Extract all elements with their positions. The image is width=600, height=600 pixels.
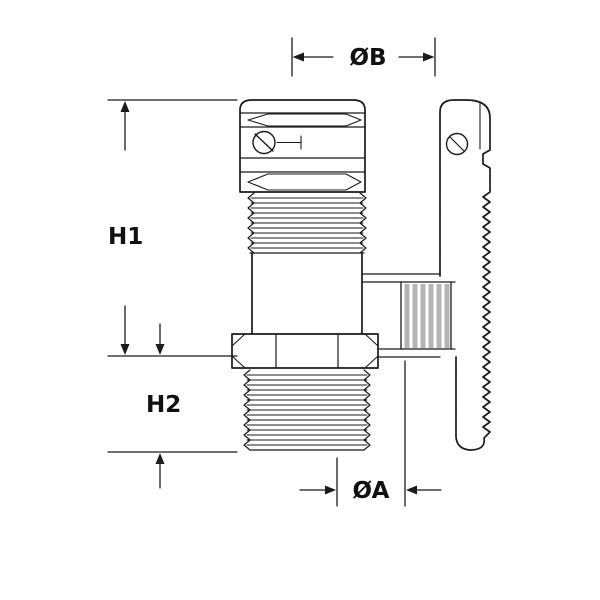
arrow-left-icon: [292, 52, 304, 62]
arrow-left-icon: [406, 485, 417, 495]
clamp-hatch-block: [404, 284, 450, 348]
cap-facet-upper: [247, 113, 362, 127]
dim-label-diameter-b: ØB: [349, 45, 386, 71]
screw-head-icon: [252, 130, 276, 155]
screw-slot: [254, 133, 274, 152]
gland-body: [251, 252, 363, 335]
part-drawing: [231, 99, 491, 451]
earth-tag-outline: [439, 99, 491, 451]
arrow-up-icon: [120, 101, 130, 112]
dimension-lines: [107, 37, 442, 507]
arrow-down-icon: [155, 344, 165, 355]
lower-thread: [243, 369, 371, 451]
cap-facet-lower: [247, 173, 362, 191]
dimension-labels: ØB H1 H2 ØA: [108, 45, 390, 504]
sealing-screw: [252, 130, 302, 155]
cap-nut: [239, 99, 366, 193]
upper-thread: [247, 192, 367, 254]
arrow-right-icon: [325, 485, 336, 495]
mounting-hole-slot: [448, 135, 466, 153]
dim-label-h2: H2: [146, 392, 181, 418]
arrow-right-icon: [423, 52, 435, 62]
ob-extension-lines: [291, 37, 436, 77]
arrow-up-icon: [155, 453, 165, 464]
dimension-arrowheads: [120, 52, 435, 495]
earth-tag: [439, 99, 491, 451]
mounting-hole-icon: [445, 132, 469, 156]
arrow-down-icon: [120, 344, 130, 355]
hex-nut: [231, 333, 379, 369]
dim-label-diameter-a: ØA: [353, 478, 390, 504]
clamp-flange-lines: [361, 273, 456, 358]
oa-extension-lines: [336, 360, 406, 507]
dim-label-h1: H1: [108, 224, 143, 250]
